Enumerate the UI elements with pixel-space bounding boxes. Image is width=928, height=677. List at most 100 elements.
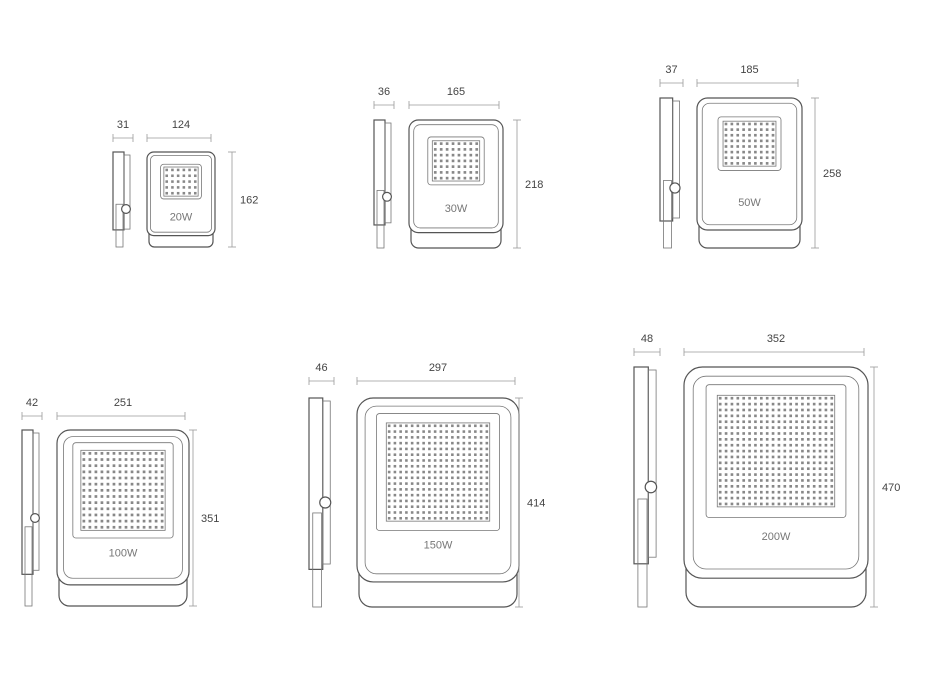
led-chip <box>456 493 460 497</box>
led-chip <box>754 162 757 165</box>
led-chip <box>445 142 449 145</box>
led-chip <box>405 476 408 480</box>
led-chip <box>742 162 745 165</box>
led-chip <box>387 424 391 428</box>
led-chip <box>462 464 466 468</box>
led-chip <box>387 470 391 474</box>
led-chip <box>118 513 122 517</box>
bracket-knob-icon <box>669 182 681 194</box>
led-chip <box>148 501 152 504</box>
led-chip <box>783 485 787 488</box>
led-chip <box>742 156 745 160</box>
led-chip <box>789 473 793 476</box>
led-chip <box>451 447 454 451</box>
led-chip <box>730 145 734 148</box>
led-chip <box>94 501 98 504</box>
led-chip <box>124 476 128 480</box>
led-chip <box>748 455 751 459</box>
led-chip <box>730 420 734 424</box>
height-dimension-label: 218 <box>525 179 543 191</box>
led-chip <box>112 464 116 468</box>
led-chip <box>148 464 152 468</box>
led-chip <box>118 476 122 480</box>
led-chip <box>433 436 437 439</box>
led-chip <box>160 452 164 455</box>
led-panel <box>80 449 166 531</box>
led-chip <box>771 449 775 453</box>
led-chip <box>405 441 408 445</box>
led-chip <box>462 476 466 480</box>
led-chip <box>748 150 751 154</box>
led-chip <box>100 501 104 504</box>
led-chip <box>451 493 454 497</box>
led-chip <box>88 470 92 474</box>
led-chip <box>736 122 740 126</box>
led-chip <box>428 459 431 462</box>
led-chip <box>783 496 787 500</box>
wattage-label: 50W <box>738 197 761 209</box>
led-chip <box>445 430 448 433</box>
led-chip <box>724 461 728 465</box>
led-chip <box>451 148 455 151</box>
led-chip <box>468 505 471 509</box>
led-chip <box>479 505 483 509</box>
led-chip <box>82 470 86 474</box>
height-dimension-label: 162 <box>240 195 258 207</box>
led-chip <box>433 430 437 433</box>
led-chip <box>410 516 414 520</box>
led-chip <box>742 443 746 447</box>
led-chip <box>106 495 110 498</box>
led-chip <box>82 495 86 498</box>
led-chip <box>130 495 134 498</box>
led-chip <box>736 396 740 400</box>
led-chip <box>718 426 722 429</box>
led-chip <box>730 496 734 500</box>
led-chip <box>416 447 420 451</box>
led-chip <box>82 476 86 480</box>
led-chip <box>485 488 489 491</box>
led-chip <box>106 513 110 517</box>
wattage-label: 100W <box>109 548 138 560</box>
led-chip <box>387 505 391 509</box>
led-chip <box>439 424 443 428</box>
led-chip <box>428 493 431 497</box>
led-chip <box>806 426 810 429</box>
led-chip <box>765 443 769 447</box>
led-chip <box>783 443 787 447</box>
led-chip <box>405 488 408 491</box>
led-chip <box>428 499 431 503</box>
led-chip <box>759 426 763 429</box>
led-chip <box>730 502 734 506</box>
led-chip <box>124 525 128 529</box>
led-chip <box>748 402 751 406</box>
led-chip <box>736 128 740 131</box>
led-chip <box>771 145 775 148</box>
led-chip <box>724 502 728 506</box>
led-chip <box>742 467 746 471</box>
led-chip <box>777 402 781 406</box>
led-chip <box>485 499 489 503</box>
led-chip <box>142 470 146 474</box>
led-chip <box>445 159 449 163</box>
led-chip <box>830 496 834 500</box>
led-chip <box>724 479 728 482</box>
led-chip <box>754 496 757 500</box>
led-chip <box>736 133 740 137</box>
led-chip <box>759 122 763 126</box>
led-chip <box>736 461 740 465</box>
led-chip <box>789 438 793 441</box>
led-chip <box>82 452 86 455</box>
led-chip <box>124 519 128 523</box>
led-chip <box>88 476 92 480</box>
led-chip <box>824 402 828 406</box>
led-chip <box>475 142 479 145</box>
led-chip <box>812 479 816 482</box>
led-chip <box>759 139 763 143</box>
led-chip <box>485 424 489 428</box>
width-dimension-label: 165 <box>447 86 465 98</box>
led-chip <box>88 464 92 468</box>
led-chip <box>188 174 191 178</box>
led-chip <box>830 461 834 465</box>
